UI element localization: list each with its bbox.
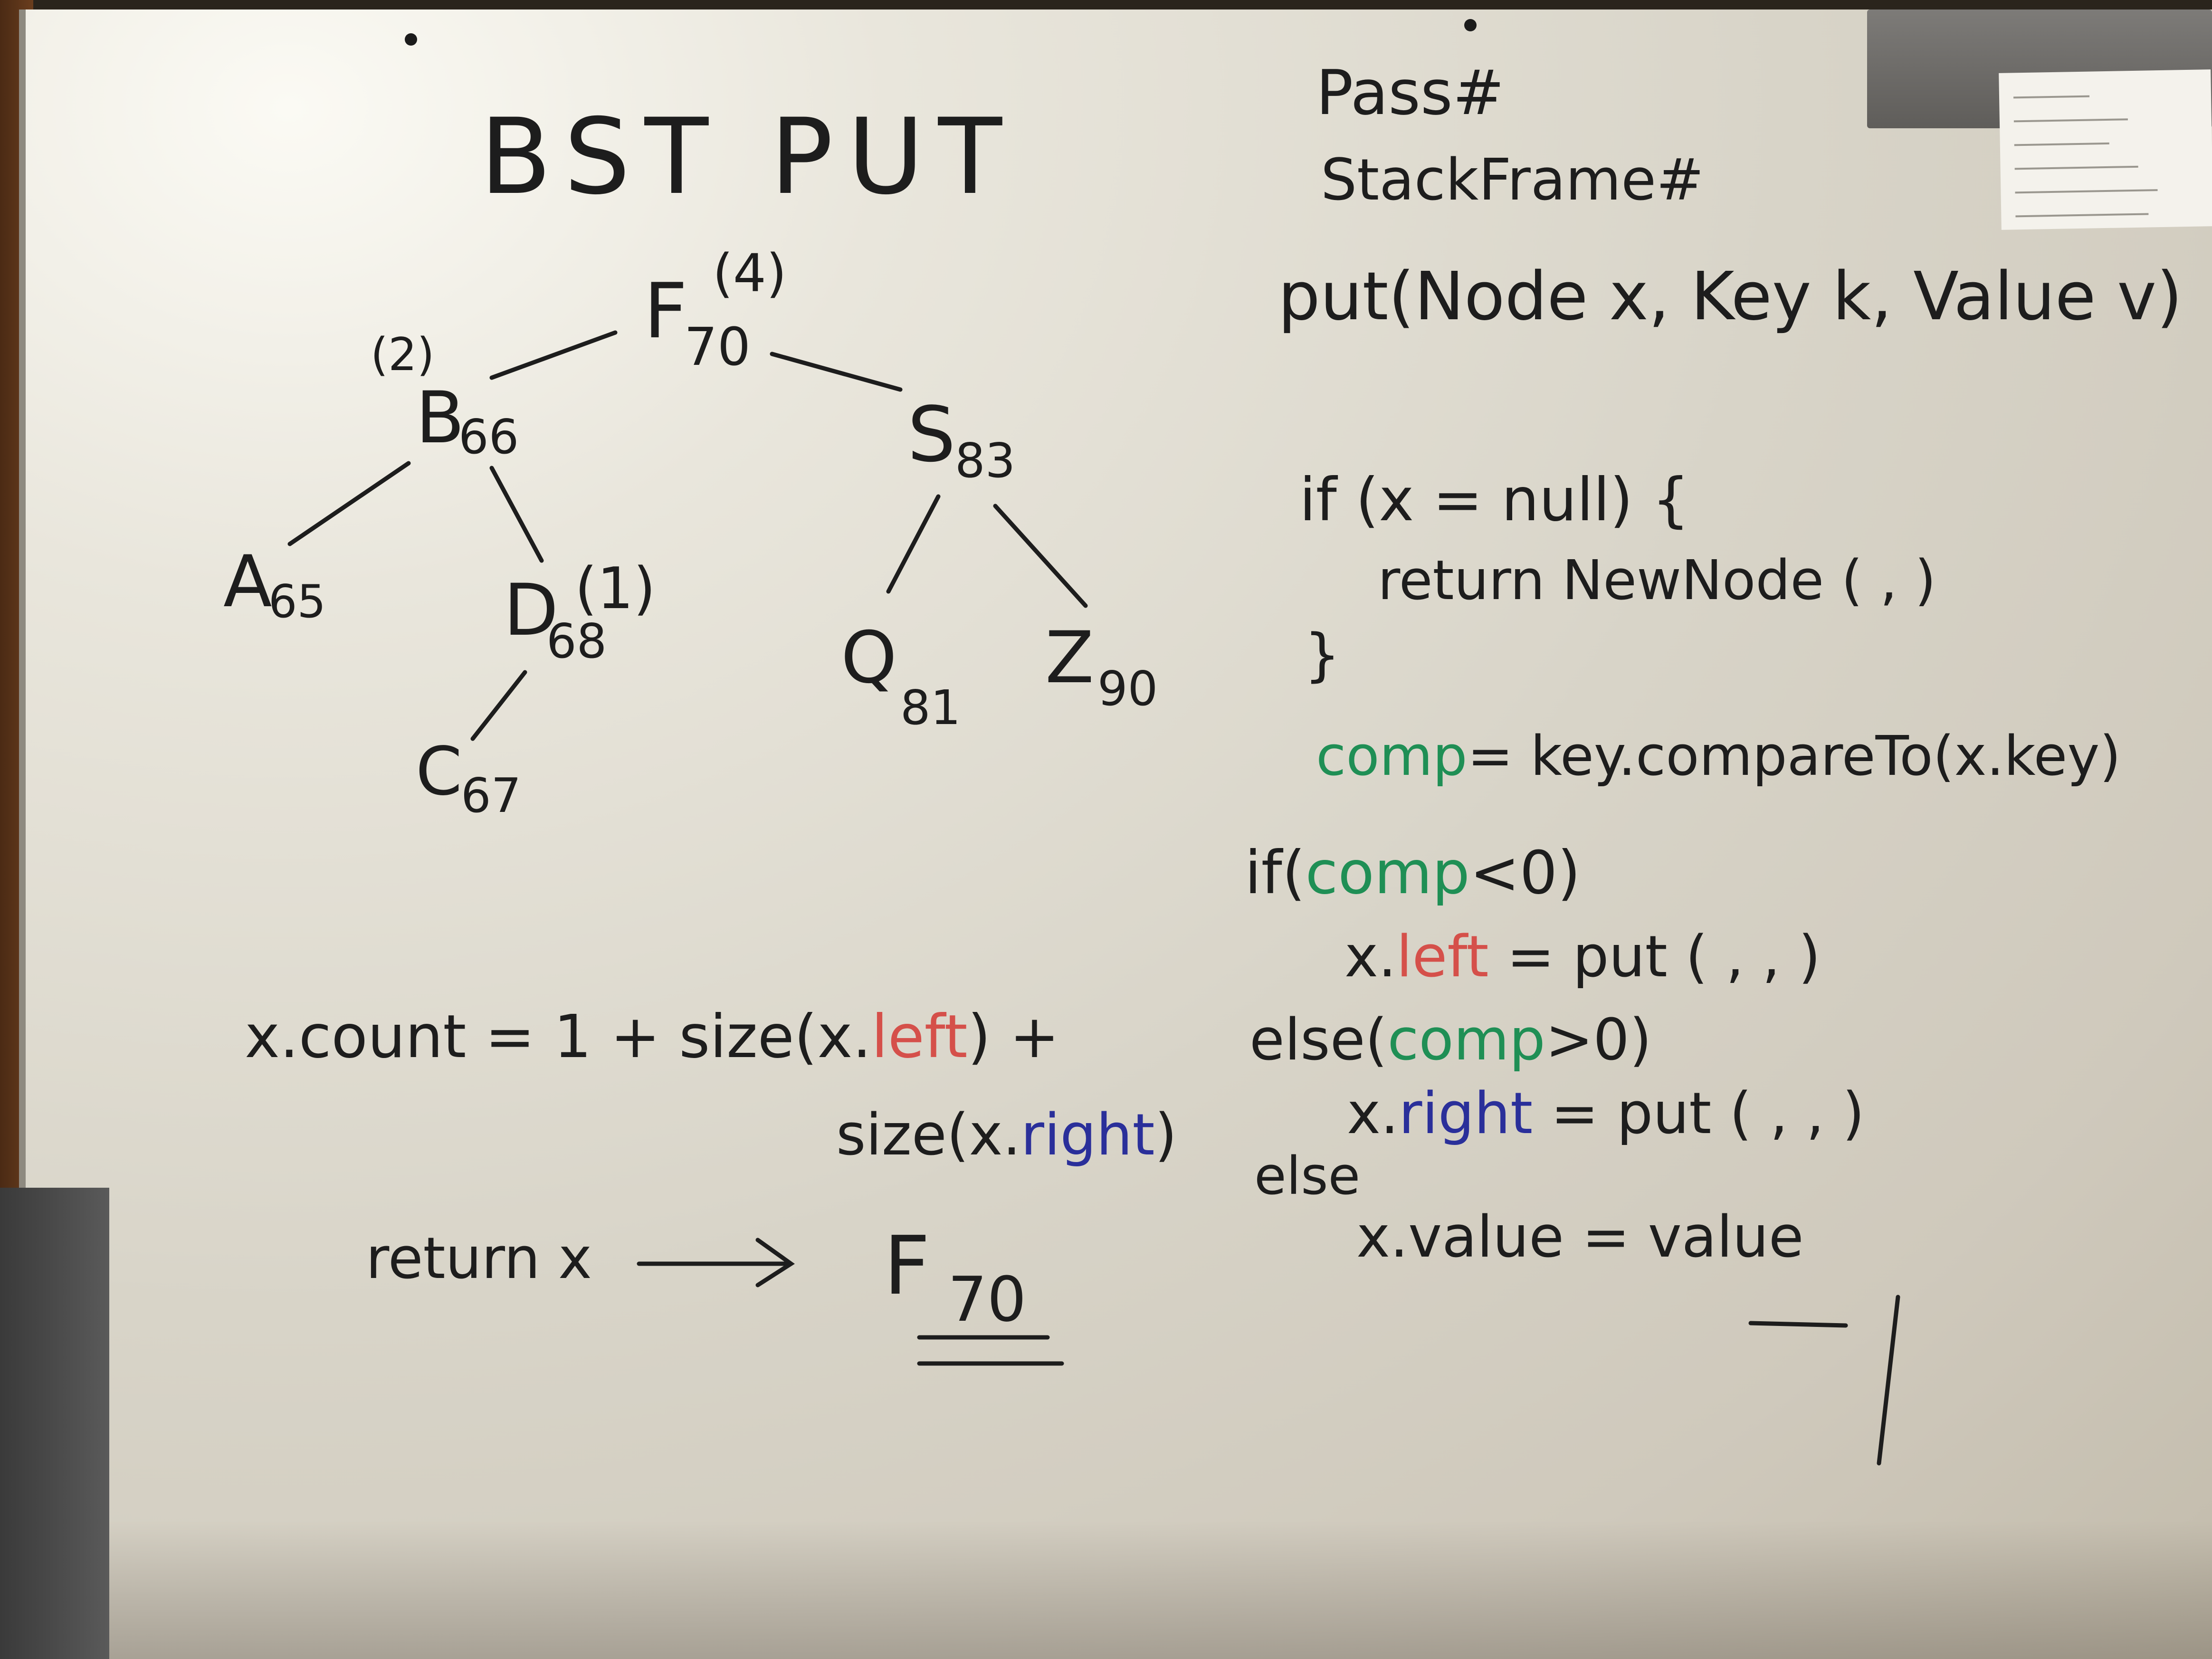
lt-zero: <0) — [1469, 839, 1581, 907]
right-keyword: right — [1020, 1102, 1155, 1168]
result-key: 70 — [948, 1263, 1027, 1335]
code-return-newnode: return NewNode ( , ) — [1378, 549, 1936, 612]
comp-var: comp — [1316, 725, 1468, 788]
code-value-assign: x.value = value — [1356, 1204, 1804, 1270]
node-D-key: 68 — [546, 613, 607, 669]
stray-mark — [1748, 1321, 1848, 1328]
stack-frame-label: StackFrame# — [1321, 147, 1704, 213]
count-pre: x.count = 1 + size(x. — [245, 1002, 872, 1071]
result-letter: F — [884, 1219, 930, 1313]
node-F-key: 70 — [684, 316, 751, 377]
node-C-key: 67 — [461, 768, 522, 823]
size-post: ) — [1154, 1102, 1177, 1168]
edge-F-S — [770, 352, 903, 392]
code-if-comp-lt: if(comp<0) — [1245, 843, 1581, 903]
edge-S-Z — [993, 504, 1088, 608]
node-B-key: 66 — [458, 409, 519, 465]
node-A-key: 65 — [268, 576, 326, 628]
code-signature: put(Node x, Key k, Value v) — [1278, 258, 2183, 335]
node-A-letter: A — [223, 541, 272, 623]
size-pre: size(x. — [836, 1102, 1021, 1168]
code-left-put: x.left = put ( , , ) — [1344, 929, 1821, 986]
comp-rhs: = key.compareTo(x.key) — [1467, 725, 2121, 788]
node-C-letter: C — [416, 733, 462, 810]
code-else: else — [1254, 1145, 1361, 1206]
node-S-letter: S — [907, 390, 956, 479]
node-Q-letter: Q — [841, 617, 897, 699]
code-comp-line: comp= key.compareTo(x.key) — [1316, 729, 2121, 784]
node-Z-key: 90 — [1097, 661, 1158, 716]
x-dot: x. — [1347, 1081, 1399, 1147]
node-S-key: 83 — [955, 433, 1016, 488]
node-Z-letter: Z — [1045, 617, 1094, 699]
pass-label: Pass# — [1316, 57, 1505, 129]
code-else-comp-gt: else(comp>0) — [1249, 1012, 1652, 1069]
code-close-brace: } — [1304, 622, 1341, 688]
left-keyword: left — [871, 1002, 968, 1071]
right-keyword: right — [1399, 1081, 1533, 1147]
node-F-count: (4) — [713, 243, 787, 304]
node-B-letter: B — [416, 377, 465, 459]
node-Q-key: 81 — [900, 680, 961, 735]
code-if-null: if (x = null) { — [1299, 466, 1690, 534]
gt-zero: >0) — [1545, 1007, 1652, 1073]
else-keyword: else( — [1249, 1007, 1388, 1073]
put-call: = put ( , , ) — [1533, 1081, 1865, 1147]
node-D-letter: D — [504, 569, 559, 652]
arrow-head — [755, 1238, 795, 1287]
code-right-put: x.right = put ( , , ) — [1347, 1086, 1865, 1143]
edge-S-Q — [886, 494, 941, 594]
edge-D-C — [470, 670, 527, 741]
board-shadow — [19, 1520, 2212, 1659]
node-B-count: (2) — [371, 329, 435, 381]
edge-F-B — [489, 330, 618, 380]
edge-B-D — [489, 466, 544, 563]
node-F-letter: F — [644, 267, 688, 355]
whiteboard — [19, 10, 2212, 1659]
x-dot: x. — [1344, 924, 1397, 990]
put-call: = put ( , , ) — [1488, 924, 1821, 990]
size-right-formula: size(x.right) — [836, 1107, 1177, 1164]
count-post: ) + — [967, 1002, 1059, 1071]
count-formula: x.count = 1 + size(x.left) + — [245, 1007, 1059, 1067]
magnet-dot — [1464, 19, 1477, 31]
left-keyword: left — [1396, 924, 1489, 990]
board-frame — [0, 1188, 109, 1659]
comp-var: comp — [1305, 839, 1470, 907]
magnet-dot — [405, 33, 417, 46]
node-D-count: (1) — [575, 556, 656, 622]
edge-B-A — [287, 461, 411, 546]
title: BST PUT — [480, 96, 1017, 218]
return-x: return x — [366, 1226, 592, 1292]
comp-var: comp — [1387, 1007, 1545, 1073]
stray-mark — [1877, 1295, 1900, 1466]
if-keyword: if( — [1245, 839, 1306, 907]
